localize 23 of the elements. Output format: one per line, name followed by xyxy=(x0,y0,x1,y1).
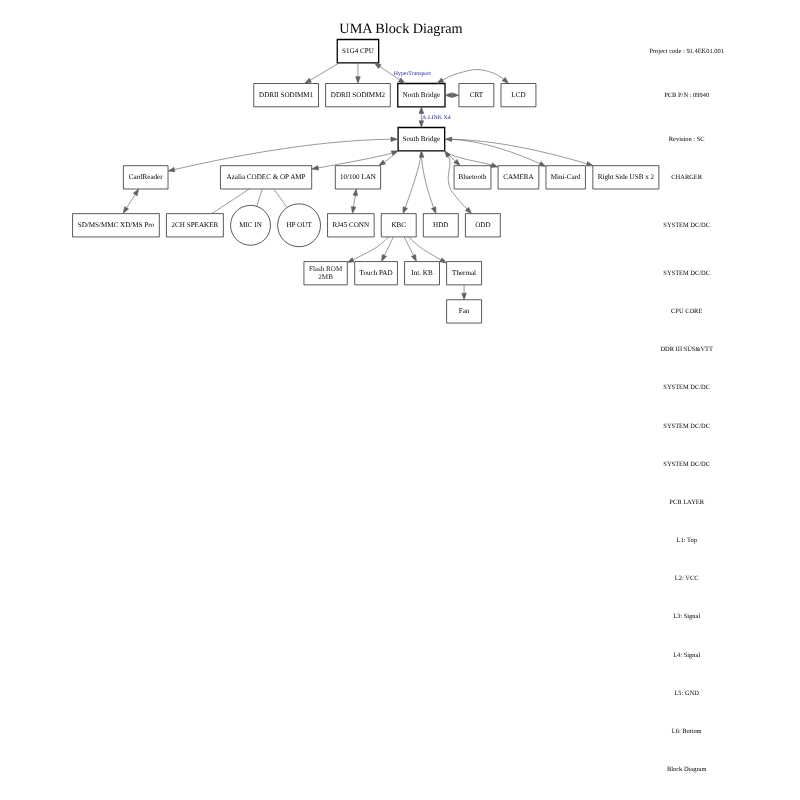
arrow xyxy=(443,150,498,168)
arrow xyxy=(350,188,357,214)
arrow xyxy=(345,236,388,263)
arrow xyxy=(407,236,446,264)
arrow xyxy=(402,236,416,262)
connector xyxy=(272,188,287,208)
arrow xyxy=(443,150,471,214)
arrow xyxy=(303,62,339,84)
arrow xyxy=(310,150,398,171)
connector xyxy=(210,188,249,214)
arrow xyxy=(418,150,436,214)
connector xyxy=(255,188,262,207)
arrow xyxy=(121,188,138,214)
arrow xyxy=(460,284,466,300)
arrow xyxy=(444,136,546,167)
arrow xyxy=(377,150,398,166)
arrow xyxy=(380,236,393,262)
arrow xyxy=(417,106,423,128)
arrow xyxy=(373,62,405,84)
arrow xyxy=(354,62,360,84)
arrow xyxy=(435,69,508,84)
arrow xyxy=(444,138,593,167)
arrow xyxy=(166,136,397,173)
